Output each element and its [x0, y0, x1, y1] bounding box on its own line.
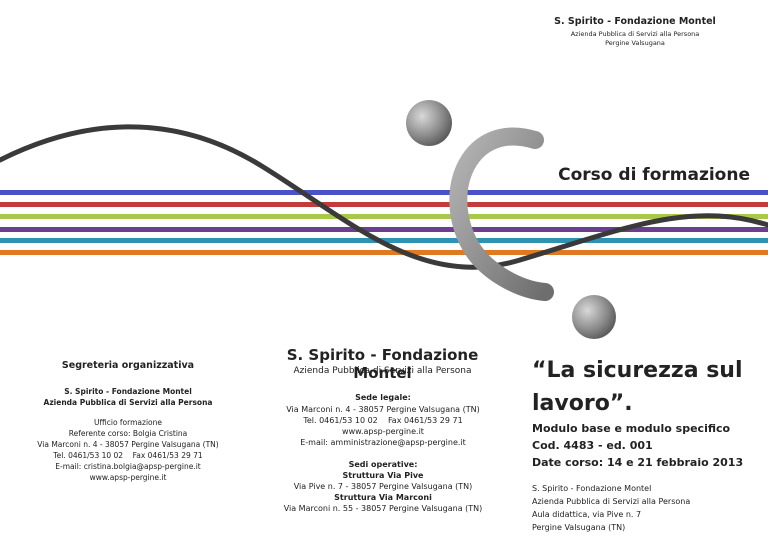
stripe-blue	[0, 190, 768, 195]
wave-line	[0, 124, 768, 270]
segreteria-referent: Referente corso: Bolgia Cristina	[68, 429, 188, 438]
segreteria-address: Via Marconi n. 4 - 38057 Pergine Valsuga…	[37, 440, 219, 449]
segreteria-title: Segreteria organizzativa	[61, 360, 195, 371]
header-subtitle: Azienda Pubblica di Servizi alla Persona	[570, 30, 700, 38]
stripe-orange	[0, 250, 768, 255]
segreteria-web: www.apsp-pergine.it	[89, 473, 167, 482]
venue-town: Pergine Valsugana (TN)	[532, 523, 626, 532]
stripe-green	[0, 214, 768, 219]
course-code: Cod. 4483 - ed. 001	[532, 439, 653, 452]
logo-graphic	[406, 100, 616, 339]
segreteria-email: E-mail: cristina.bolgia@apsp-pergine.it	[55, 462, 201, 471]
ops-marconi-title: Struttura Via Marconi	[334, 493, 432, 502]
logo-arc	[449, 127, 554, 301]
center-org-name: S. Spirito - Fondazione Montel	[286, 346, 479, 382]
logo-ball-top	[406, 100, 452, 146]
operational-seats-title: Sedi operative:	[348, 460, 418, 469]
ops-pive-address: Via Pive n. 7 - 38057 Pergine Valsugana …	[293, 482, 473, 491]
venue-org: S. Spirito - Fondazione Montel	[532, 484, 652, 493]
header-org-name: S. Spirito - Fondazione Montel	[554, 16, 716, 27]
legal-seat-title: Sede legale:	[355, 393, 411, 402]
center-org-sub: Azienda Pubblica di Servizi alla Persona	[293, 366, 472, 376]
stripe-red	[0, 202, 768, 207]
course-label: Corso di formazione	[558, 165, 750, 185]
segreteria-office: Ufficio formazione	[94, 418, 162, 427]
course-title-line1: “La sicurezza sul	[532, 358, 743, 383]
header-town: Pergine Valsugana	[605, 39, 665, 47]
segreteria-org-sub: Azienda Pubblica di Servizi alla Persona	[43, 398, 213, 407]
legal-seat-web: www.apsp-pergine.it	[342, 427, 424, 436]
legal-seat-email: E-mail: amministrazione@apsp-pergine.it	[300, 438, 466, 447]
segreteria-org: S. Spirito - Fondazione Montel	[64, 387, 192, 396]
venue-org-sub: Azienda Pubblica di Servizi alla Persona	[532, 497, 691, 506]
venue-room: Aula didattica, via Pive n. 7	[532, 510, 642, 519]
segreteria-phone: Tel. 0461/53 10 02 Fax 0461/53 29 71	[53, 451, 203, 460]
stripe-purple	[0, 227, 768, 232]
logo-ball-bottom	[572, 295, 616, 339]
ops-marconi-address: Via Marconi n. 55 - 38057 Pergine Valsug…	[283, 504, 483, 513]
legal-seat-address: Via Marconi n. 4 - 38057 Pergine Valsuga…	[286, 405, 480, 414]
legal-seat-phone: Tel. 0461/53 10 02 Fax 0461/53 29 71	[303, 416, 463, 425]
ops-pive-title: Struttura Via Pive	[342, 471, 424, 480]
course-title-line2: lavoro”.	[532, 391, 633, 416]
course-module: Modulo base e modulo specifico	[532, 422, 731, 435]
course-dates: Date corso: 14 e 21 febbraio 2013	[532, 456, 744, 469]
